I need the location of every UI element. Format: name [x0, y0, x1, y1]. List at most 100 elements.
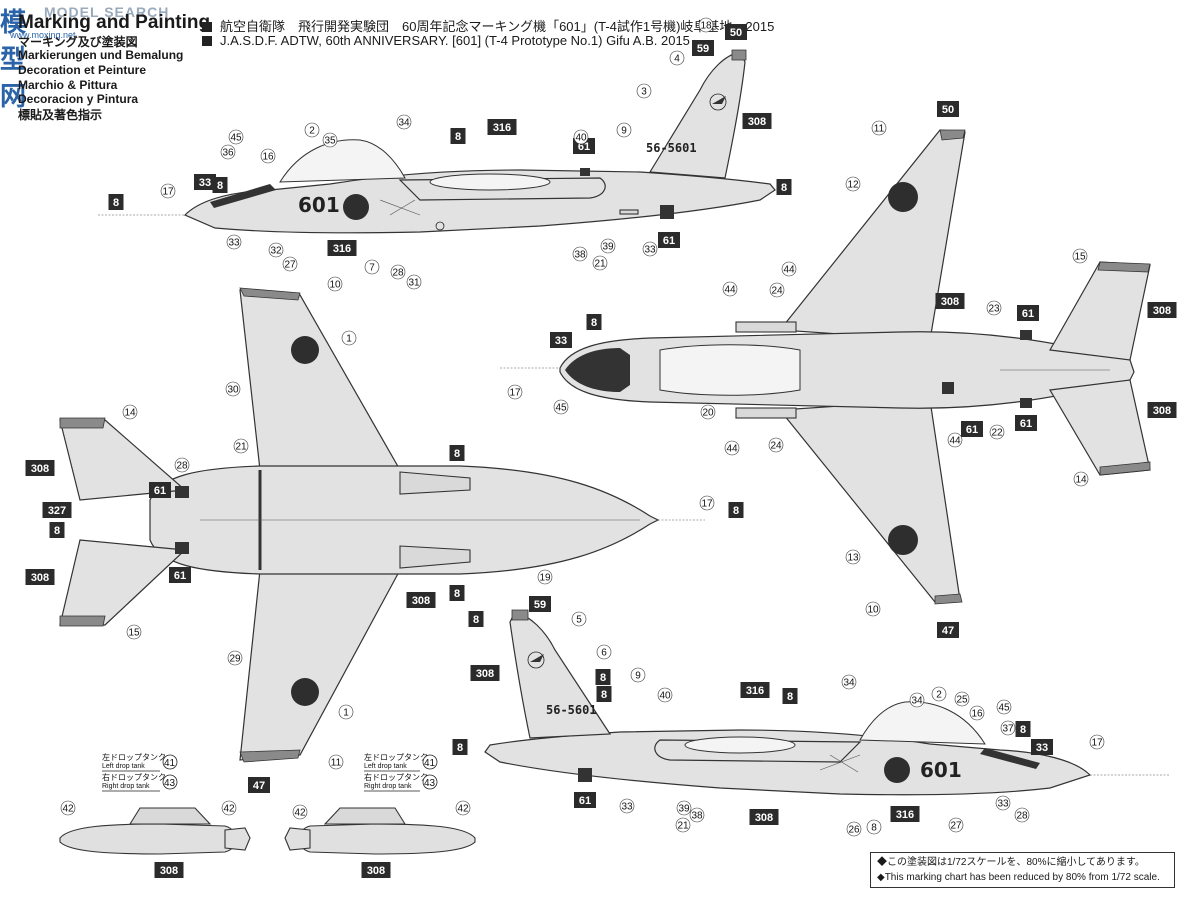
- decal-callout-14: 14: [1073, 471, 1089, 487]
- decal-callout-37: 37: [1000, 720, 1016, 736]
- paint-code-label: 327: [48, 505, 66, 517]
- callout-circle: [226, 234, 242, 250]
- left-profile-window: [429, 173, 551, 191]
- paint-code-61: 61: [658, 232, 680, 248]
- paint-code-label: 50: [730, 27, 742, 39]
- callout-number: 2: [936, 690, 942, 701]
- callout-circle: [995, 795, 1011, 811]
- decal-callout-15: 15: [126, 624, 142, 640]
- callout-circle: [260, 148, 276, 164]
- right-profile-number: 601: [920, 758, 962, 782]
- svg-text:43: 43: [164, 778, 176, 789]
- callout-circle: [327, 276, 343, 292]
- paint-code-label: 33: [1036, 742, 1048, 754]
- callout-number: 10: [329, 280, 341, 291]
- top-view-roundel-upper: [291, 336, 319, 364]
- callout-number: 33: [644, 245, 656, 256]
- paint-code-308: 308: [935, 293, 965, 309]
- paint-code-308: 308: [470, 665, 500, 681]
- decal-callout-15: 15: [1072, 248, 1088, 264]
- callout-number: 32: [270, 246, 282, 257]
- paint-code-label: 8: [787, 691, 793, 703]
- paint-code-50: 50: [937, 101, 959, 117]
- callout-number: 9: [635, 671, 641, 682]
- paint-code-label: 8: [113, 197, 119, 209]
- paint-code-box: [1031, 739, 1053, 755]
- svg-text:右ドロップタンク: 右ドロップタンク: [364, 772, 428, 782]
- callout-circle: [390, 264, 406, 280]
- callout-number: 39: [602, 242, 614, 253]
- decal-callout-31: 31: [406, 274, 422, 290]
- svg-text:Right drop tank: Right drop tank: [102, 783, 150, 790]
- decal-callout-24: 24: [769, 282, 785, 298]
- title-japanese: マーキング及び塗装図: [18, 35, 138, 49]
- decal-callout-4: 4: [669, 50, 685, 66]
- title-german: Markierungen und Bemalung: [18, 48, 184, 62]
- callout-circle: [122, 404, 138, 420]
- paint-code-box: [935, 293, 965, 309]
- callout-number: 28: [176, 461, 188, 472]
- decal-callout-38: 38: [572, 246, 588, 262]
- right-profile-antiglare: [980, 748, 1040, 769]
- decal-callout-33: 33: [226, 234, 242, 250]
- callout-circle: [364, 259, 380, 275]
- decal-callout-1: 1: [341, 330, 357, 346]
- paint-code-label: 8: [1020, 724, 1026, 736]
- right-profile-fin: [509, 611, 612, 739]
- callout-circle: [592, 255, 608, 271]
- callout-circle: [160, 183, 176, 199]
- callout-number: 14: [124, 408, 136, 419]
- paint-code-8: 8: [449, 585, 465, 601]
- paint-code-box: [1017, 305, 1039, 321]
- decal-callout-40: 40: [657, 687, 673, 703]
- decal-callout-17: 17: [507, 384, 523, 400]
- square-bullet-icon: [202, 22, 212, 32]
- callout-number: 28: [392, 268, 404, 279]
- paint-code-label: 8: [455, 131, 461, 143]
- paint-code-316: 316: [890, 806, 920, 822]
- callout-circle: [228, 129, 244, 145]
- paint-code-label: 61: [1022, 308, 1034, 320]
- callout-number: 40: [575, 133, 587, 144]
- callout-number: 21: [677, 821, 689, 832]
- paint-code-label: 308: [755, 812, 773, 824]
- paint-code-label: 308: [367, 865, 385, 877]
- paint-code-308: 308: [1147, 302, 1177, 318]
- callout-circle: [675, 817, 691, 833]
- callout-circle: [338, 704, 354, 720]
- left-profile-antiglare: [210, 184, 276, 208]
- callout-circle: [619, 798, 635, 814]
- callout-circle: [282, 256, 298, 272]
- callout-number: 6: [601, 648, 607, 659]
- paint-code-8: 8: [452, 739, 468, 755]
- paint-code-box: [658, 232, 680, 248]
- callout-number: 27: [284, 260, 296, 271]
- svg-text:左ドロップタンク: 左ドロップタンク: [364, 752, 428, 762]
- decal-callout-2: 2: [931, 686, 947, 702]
- decal-callout-22: 22: [989, 424, 1005, 440]
- paint-code-59: 59: [529, 596, 551, 612]
- paint-code-33: 33: [1031, 739, 1053, 755]
- title-chinese: 標貼及著色指示: [18, 108, 103, 122]
- callout-circle: [571, 611, 587, 627]
- decal-callout-17: 17: [699, 495, 715, 511]
- decal-callout-23: 23: [986, 300, 1002, 316]
- right-profile-fuselage: [484, 729, 1092, 796]
- paint-code-box: [740, 682, 770, 698]
- callout-number: 15: [1074, 252, 1086, 263]
- callout-number: 42: [294, 808, 306, 819]
- decal-callout-28: 28: [174, 457, 190, 473]
- right-profile-view: 601 56-5601: [484, 609, 1170, 796]
- paint-code-8: 8: [728, 502, 744, 518]
- decal-callout-21: 21: [675, 817, 691, 833]
- callout-circle: [322, 132, 338, 148]
- paint-code-box: [470, 665, 500, 681]
- paint-code-label: 308: [748, 116, 766, 128]
- paint-code-label: 8: [591, 317, 597, 329]
- callout-number: 5: [576, 615, 582, 626]
- callout-circle: [553, 399, 569, 415]
- callout-circle: [845, 549, 861, 565]
- paint-code-label: 59: [534, 599, 546, 611]
- paint-code-box: [749, 809, 779, 825]
- decal-callout-17: 17: [160, 183, 176, 199]
